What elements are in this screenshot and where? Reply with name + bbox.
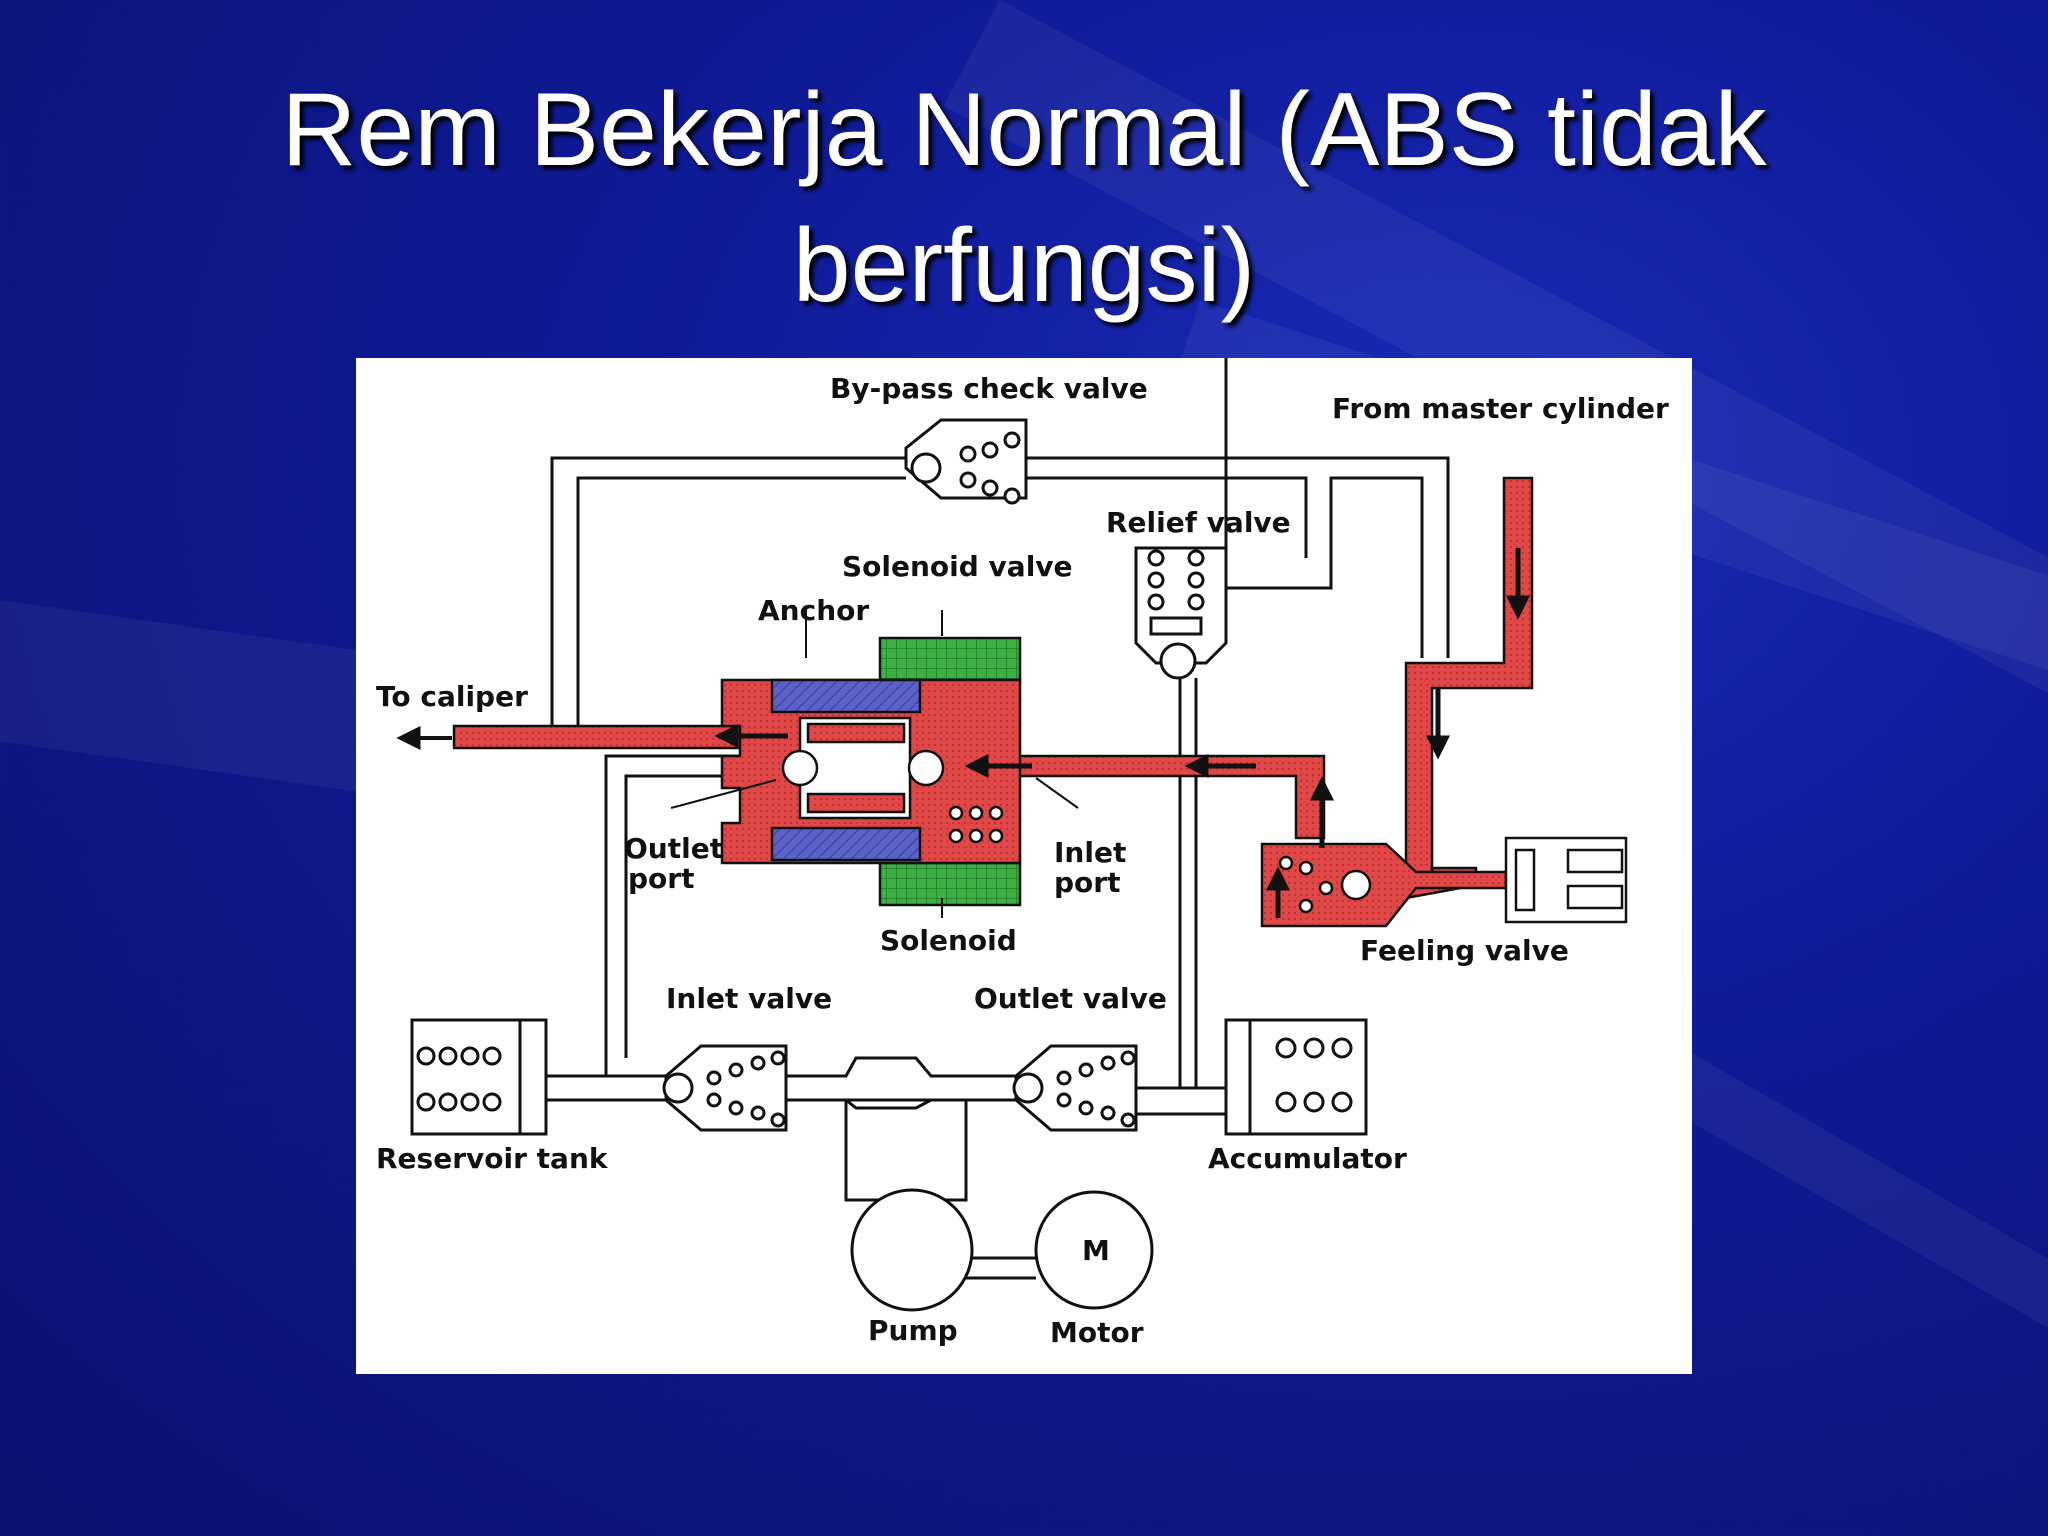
- label-motor-symbol: M: [1082, 1234, 1110, 1267]
- label-inlet-port-2: port: [1054, 866, 1120, 899]
- abs-hydraulic-diagram: By-pass check valve From master cylinder…: [356, 358, 1692, 1374]
- label-bypass-check-valve: By-pass check valve: [830, 372, 1148, 405]
- label-relief-valve: Relief valve: [1106, 506, 1291, 539]
- label-motor: Motor: [1050, 1316, 1144, 1349]
- anchor-top: [770, 678, 922, 714]
- leader-lines: [670, 608, 1079, 918]
- title-line-1: Rem Bekerja Normal (ABS tidak: [281, 72, 1767, 188]
- anchor-bottom: [770, 826, 922, 862]
- flow-arrows: [396, 548, 1531, 918]
- title-line-2: berfungsi): [792, 208, 1256, 324]
- label-solenoid: Solenoid: [880, 924, 1017, 957]
- label-inlet-valve: Inlet valve: [666, 982, 832, 1015]
- label-from-master-cylinder: From master cylinder: [1332, 392, 1669, 425]
- motor: [1034, 1190, 1154, 1310]
- diagram-canvas: By-pass check valve From master cylinder…: [376, 358, 1669, 1349]
- label-outlet-port-1: Outlet: [624, 832, 723, 865]
- label-to-caliper: To caliper: [376, 680, 528, 713]
- outlet-valve: [1012, 1044, 1138, 1132]
- return-lines: [546, 358, 1450, 1280]
- inlet-valve: [662, 1044, 788, 1132]
- label-inlet-port-1: Inlet: [1054, 836, 1126, 869]
- relief-valve: [1134, 546, 1228, 680]
- label-pump: Pump: [868, 1314, 958, 1347]
- label-solenoid-valve: Solenoid valve: [842, 550, 1073, 583]
- accumulator: [1224, 1018, 1368, 1136]
- pump: [850, 1188, 974, 1312]
- label-outlet-port-2: port: [628, 862, 694, 895]
- label-anchor: Anchor: [758, 594, 869, 627]
- label-reservoir-tank: Reservoir tank: [376, 1142, 609, 1175]
- feeling-valve: [1260, 836, 1628, 928]
- label-outlet-valve: Outlet valve: [974, 982, 1167, 1015]
- slide-title: Rem Bekerja Normal (ABS tidak berfungsi): [0, 62, 2048, 334]
- reservoir-tank: [410, 1018, 548, 1136]
- solenoid-valve: [720, 636, 1022, 907]
- outlet-port-ball: [781, 749, 819, 787]
- label-accumulator: Accumulator: [1208, 1142, 1407, 1175]
- inlet-port-ball: [907, 749, 945, 787]
- bypass-check-valve: [904, 418, 1028, 505]
- label-feeling-valve: Feeling valve: [1360, 934, 1569, 967]
